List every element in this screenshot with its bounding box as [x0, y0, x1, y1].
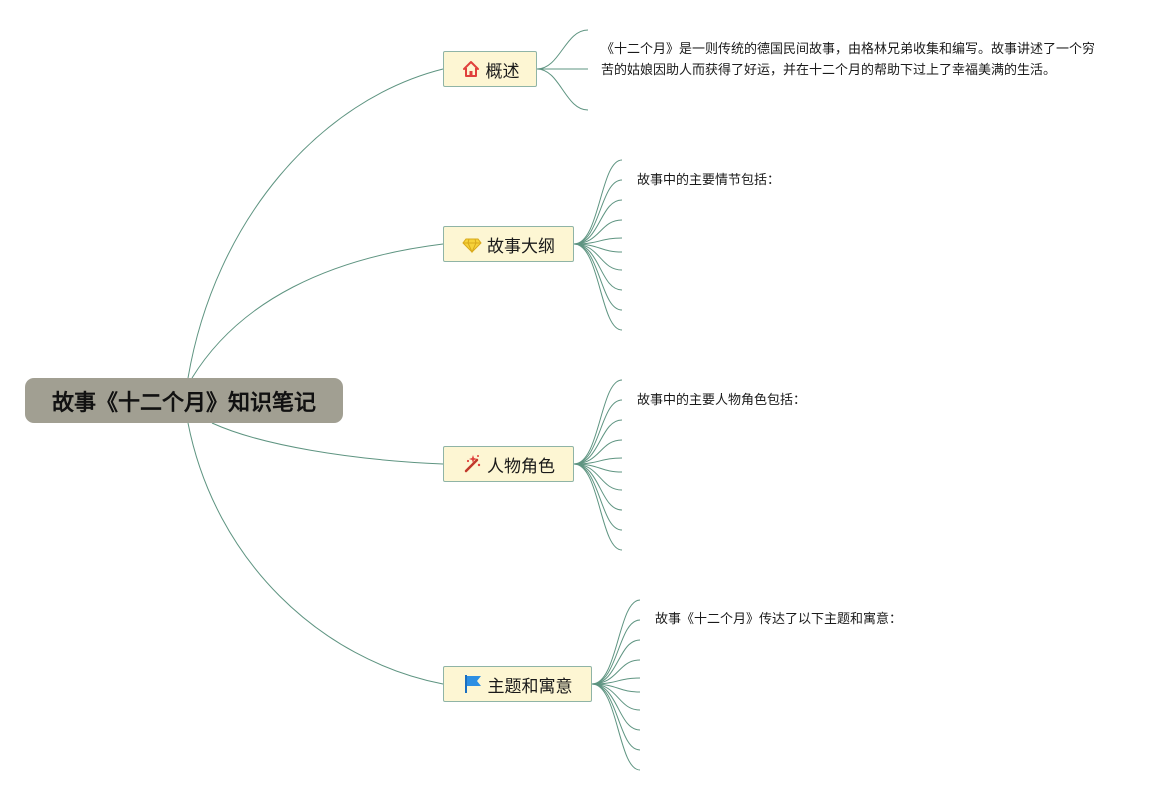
flag-icon	[463, 674, 483, 694]
root-topic[interactable]: 故事《十二个月》知识笔记	[25, 378, 343, 423]
topic-overview[interactable]: 概述	[443, 51, 537, 87]
connector-root-overview	[187, 68, 444, 379]
outline-branch-fan	[573, 159, 623, 331]
topic-label: 概述	[485, 61, 520, 82]
connector-root-themes	[187, 422, 444, 685]
topic-label: 主题和寓意	[487, 676, 573, 697]
overview-note: 《十二个月》是一则传统的德国民间故事，由格林兄弟收集和编写。故事讲述了一个穷苦的…	[601, 42, 1096, 78]
connector-root-characters	[211, 422, 444, 465]
diamond-icon	[462, 234, 482, 254]
topic-outline[interactable]: 故事大纲	[443, 226, 574, 262]
themes-note: 故事《十二个月》传达了以下主题和寓意：	[655, 612, 903, 627]
connector-root-outline	[191, 243, 444, 379]
house-icon	[461, 59, 481, 79]
themes-branch-fan	[591, 599, 641, 771]
topic-label: 人物角色	[487, 456, 555, 477]
outline-note: 故事中的主要情节包括：	[637, 173, 781, 188]
connector-overview-branch	[536, 68, 589, 111]
characters-branch-fan	[573, 379, 623, 551]
topic-label: 故事大纲	[487, 236, 555, 257]
characters-note: 故事中的主要人物角色包括：	[637, 393, 807, 408]
root-title: 故事《十二个月》知识笔记	[51, 390, 316, 416]
connector-overview-branch	[536, 29, 589, 70]
topic-themes[interactable]: 主题和寓意	[443, 666, 592, 702]
topic-characters[interactable]: 人物角色	[443, 446, 574, 482]
magic-wand-icon	[462, 454, 482, 474]
